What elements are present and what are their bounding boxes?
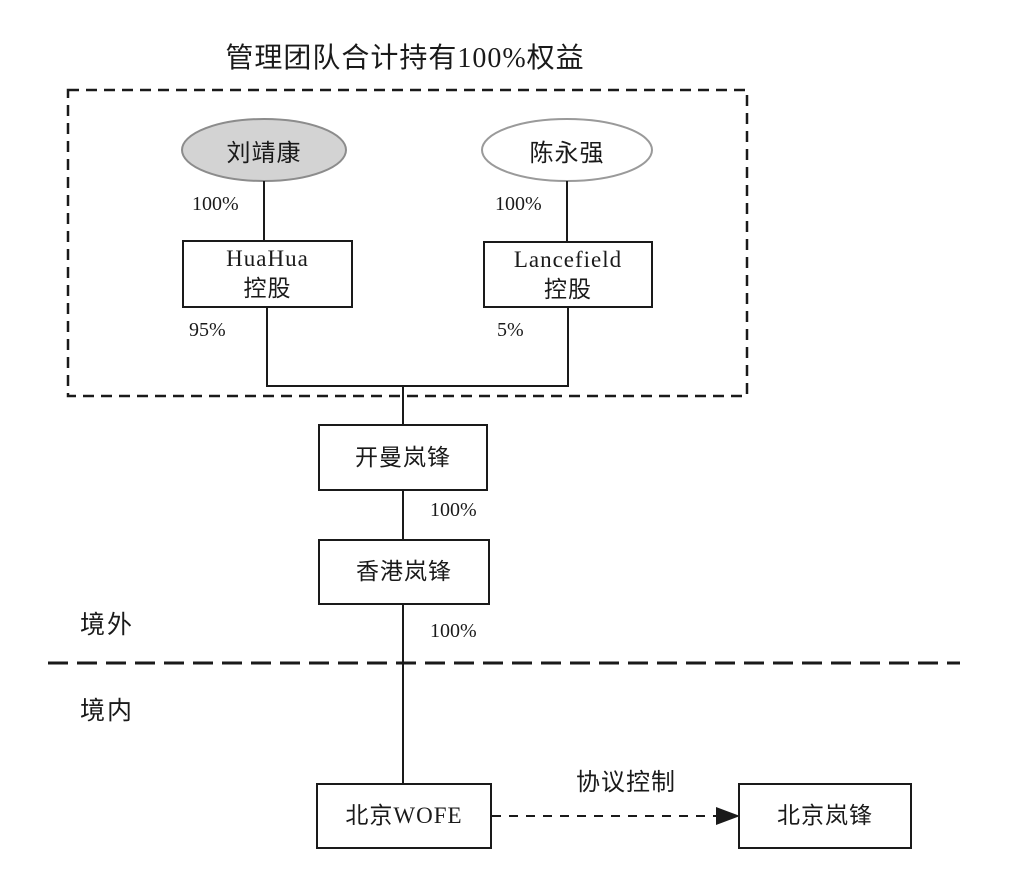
node-liu-jingkang: 刘靖康 xyxy=(226,140,302,167)
node-huahua-line1: HuaHua xyxy=(226,246,309,271)
management-group-dashed-box xyxy=(66,88,749,398)
node-beijing-wofe: 北京WOFE xyxy=(316,783,492,849)
pct-liu-huahua: 100% xyxy=(192,193,239,215)
node-cayman-label: 开曼岚锋 xyxy=(355,444,451,470)
vie-control-label: 协议控制 xyxy=(576,770,676,796)
node-wofe-label: 北京WOFE xyxy=(345,803,463,828)
node-hongkong-lanfeng: 香港岚锋 xyxy=(318,539,490,605)
node-beijing-lanfeng: 北京岚锋 xyxy=(738,783,912,849)
region-onshore-label: 境内 xyxy=(80,698,135,725)
node-hongkong-label: 香港岚锋 xyxy=(356,559,452,584)
node-lancefield-line2: 控股 xyxy=(544,276,592,302)
region-offshore-label: 境外 xyxy=(80,612,135,639)
node-lanfeng-label: 北京岚锋 xyxy=(777,803,873,828)
pct-lancefield-cayman: 5% xyxy=(497,319,524,341)
vie-arrowhead-icon xyxy=(716,807,740,825)
node-lancefield-line1: Lancefield xyxy=(513,246,623,272)
pct-hongkong-wofe: 100% xyxy=(430,620,477,642)
pct-huahua-cayman: 95% xyxy=(189,319,226,341)
node-cayman-lanfeng: 开曼岚锋 xyxy=(318,424,488,491)
node-chen-yongqiang: 陈永强 xyxy=(529,140,605,167)
diagram-title: 管理团队合计持有100%权益 xyxy=(225,43,585,74)
node-huahua-holdings: HuaHua 控股 xyxy=(182,240,353,308)
pct-chen-lancefield: 100% xyxy=(495,193,542,215)
node-lancefield-holdings: Lancefield 控股 xyxy=(483,241,653,308)
node-huahua-line2: 控股 xyxy=(243,276,292,301)
pct-cayman-hongkong: 100% xyxy=(430,499,477,521)
